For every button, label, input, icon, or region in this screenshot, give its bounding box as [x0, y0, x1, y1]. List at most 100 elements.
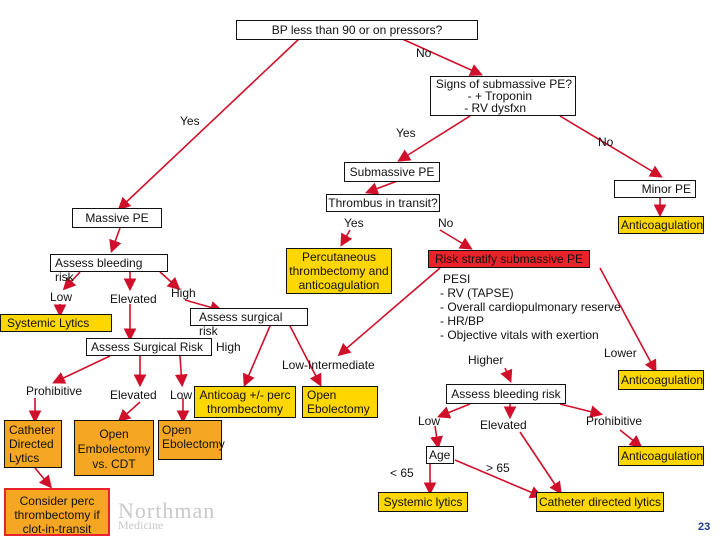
- systemic-lytics-left-text: Systemic Lytics: [7, 316, 90, 330]
- minor-pe-text: Minor PE: [641, 182, 691, 196]
- open-embolectomy-cdt-box: Open Embolectomy vs. CDT: [74, 420, 154, 476]
- open-embolectomy-right-text: Open Ebolectomy: [307, 388, 370, 416]
- anticoag-right-box: Anticoagulation: [618, 370, 704, 390]
- anticoag-right-text: Anticoagulation: [621, 373, 704, 387]
- yes-mid-label: Yes: [396, 126, 416, 140]
- anticoag-perc-box: Anticoag +/- perc thrombectomy: [194, 386, 296, 418]
- open-embolectomy-right-box: Open Ebolectomy: [302, 386, 378, 418]
- arrow-bleed-high: [159, 271, 181, 291]
- arrow-signs-to-submassive: [397, 115, 471, 162]
- assess-bleeding-right-box: Assess bleeding risk: [446, 384, 566, 404]
- yes-thrombus-label: Yes: [344, 216, 364, 230]
- lower-label: Lower: [604, 346, 637, 360]
- age-text: Age: [429, 448, 451, 462]
- submassive-signs-text: Signs of submassive PE?: [435, 77, 572, 91]
- pesi-title: PESI: [443, 272, 471, 286]
- pesi-rv: - RV (TAPSE): [440, 286, 514, 300]
- rv-dysfxn-text: - RV dysfxn: [464, 101, 526, 115]
- arrow-submassive-to-thrombus: [365, 179, 401, 195]
- arrow-thrombus-yes: [340, 229, 353, 247]
- systemic-lytics-left-box: Systemic Lytics: [0, 314, 112, 332]
- arrow-risk-lowint: [337, 267, 441, 357]
- age-box: Age: [426, 446, 454, 464]
- consider-perc-text: Consider perc thrombectomy if clot-in-tr…: [14, 494, 100, 536]
- higher-label: Higher: [468, 353, 504, 367]
- assess-surgical-risk-cap-text: Assess Surgical Risk: [91, 340, 204, 354]
- open-embolectomy-low-text: Open Ebolectomy: [162, 423, 225, 451]
- pesi-block: PESI - RV (TAPSE) - Overall cardiopulmon…: [440, 272, 640, 342]
- arrow-bleed-r-low: [437, 403, 471, 419]
- low-mid-label: Low: [170, 388, 193, 402]
- risk-stratify-text: Risk stratify submassive PE: [434, 252, 584, 266]
- pesi-hr: - HR/BP: [440, 314, 485, 328]
- catheter-directed-lytics-left-box: Catheter Directed Lytics: [4, 420, 62, 468]
- logo-watermark: Northman: [118, 498, 216, 523]
- consider-perc-box: Consider perc thrombectomy if clot-in-tr…: [4, 488, 110, 536]
- low-right-label: Low: [418, 414, 441, 428]
- troponin-text: - + Troponin: [467, 89, 532, 103]
- elevated-left-label: Elevated: [110, 292, 157, 306]
- no-right-label: No: [598, 135, 614, 149]
- arrow-signs-to-minor: [559, 115, 663, 178]
- elevated-mid-label: Elevated: [110, 388, 157, 402]
- assess-surgical-risk-box: Assess surgical risk: [190, 308, 308, 338]
- arrow-thrombus-no: [439, 229, 473, 250]
- arrow-surgical-prohibitive: [52, 355, 111, 384]
- risk-stratify-box: Risk stratify submassive PE: [428, 250, 590, 268]
- systemic-lytics-bottom-text: Systemic lytics: [383, 495, 463, 509]
- submassive-signs-box: Signs of submassive PE? - + Troponin - R…: [430, 76, 576, 116]
- massive-pe-box: Massive PE: [72, 208, 162, 228]
- anticoag-bottom-box: Anticoagulation: [618, 446, 704, 466]
- arrow-bp-to-signs: [399, 37, 483, 76]
- perc-thrombectomy-box: Percutaneous thrombectomy and anticoagul…: [286, 248, 392, 294]
- arrow-risk-lower: [599, 267, 657, 373]
- no-thrombus-label: No: [438, 216, 454, 230]
- arrow-elevated-cdl: [519, 431, 562, 495]
- low-intermediate-label: Low-Intermediate: [282, 358, 375, 372]
- submassive-pe-box: Submassive PE: [344, 162, 440, 182]
- anticoag-bottom-text: Anticoagulation: [621, 449, 704, 463]
- assess-bleeding-left-text: Assess bleeding risk: [55, 256, 143, 284]
- yes-left-label: Yes: [180, 114, 200, 128]
- pesi-cardio: - Overall cardiopulmonary reserve: [440, 300, 621, 314]
- minor-pe-box: Minor PE: [614, 180, 696, 198]
- thrombus-transit-box: Thrombus in transit?: [326, 194, 440, 212]
- anticoag-perc-text: Anticoag +/- perc thrombectomy: [199, 388, 291, 416]
- logo-watermark-sub: Medicine: [118, 518, 164, 532]
- perc-thrombectomy-text: Percutaneous thrombectomy and anticoagul…: [289, 250, 389, 292]
- gt65-label: > 65: [486, 461, 510, 475]
- elevated-right-label: Elevated: [480, 418, 527, 432]
- arrow-age-gt65: [454, 459, 543, 499]
- prohibitive-left-label: Prohibitive: [26, 384, 83, 398]
- arrow-low-age: [430, 425, 443, 450]
- catheter-directed-lytics-bottom-box: Catheter directed lytics: [536, 492, 664, 512]
- assess-bleeding-right-text: Assess bleeding risk: [451, 387, 561, 401]
- open-embolectomy-low-box: Open Ebolectomy: [158, 420, 225, 460]
- high-surgical-label: High: [216, 340, 241, 354]
- prohibitive-right-label: Prohibitive: [586, 414, 643, 428]
- catheter-directed-lytics-left-text: Catheter Directed Lytics: [9, 423, 56, 465]
- arrow-risk-higher: [500, 367, 513, 383]
- open-embolectomy-cdt-text: Open Embolectomy vs. CDT: [77, 427, 151, 471]
- arrow-bleed-low: [62, 271, 81, 291]
- arrow-elevated-open: [117, 401, 141, 423]
- low-left-label: Low: [50, 290, 73, 304]
- systemic-lytics-bottom-box: Systemic lytics: [378, 492, 468, 512]
- catheter-directed-lytics-bottom-text: Catheter directed lytics: [538, 495, 662, 509]
- assess-bleeding-left-box: Assess bleeding risk: [50, 254, 168, 284]
- bp-question-box: BP less than 90 or on pressors?: [236, 20, 478, 40]
- lt65-label: < 65: [390, 466, 414, 480]
- pesi-vitals: - Objective vitals with exertion: [440, 328, 599, 342]
- page-number: 23: [698, 521, 711, 533]
- bp-question-text: BP less than 90 or on pressors?: [271, 23, 443, 37]
- thrombus-transit-text: Thrombus in transit?: [328, 196, 438, 210]
- assess-surgical-risk-text: Assess surgical risk: [199, 310, 283, 338]
- arrow-bleed-r-prohibitive: [559, 403, 604, 418]
- arrow-prohibitive-anticoag: [619, 429, 643, 448]
- anticoag-top-text: Anticoagulation: [621, 218, 704, 232]
- arrow-surgical-low: [174, 355, 188, 388]
- arrow-cdl-consider: [34, 467, 53, 489]
- submassive-pe-text: Submassive PE: [349, 165, 435, 179]
- arrow-bp-to-massive: [117, 37, 301, 211]
- assess-surgical-risk-cap-box: Assess Surgical Risk: [86, 338, 212, 356]
